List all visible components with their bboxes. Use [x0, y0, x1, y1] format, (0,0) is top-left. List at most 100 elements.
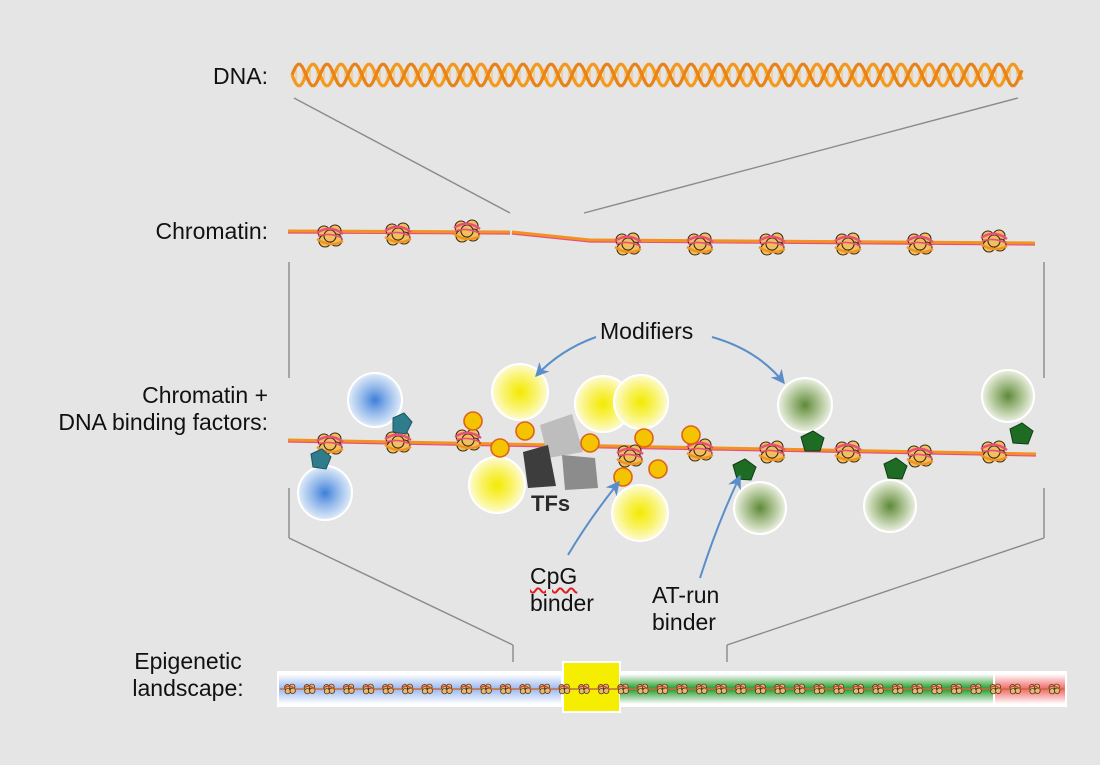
histone [284, 688, 291, 695]
nucleosome [636, 683, 650, 695]
nucleosome [322, 683, 336, 695]
dna-wrap [385, 231, 411, 237]
histone [622, 687, 629, 694]
dna-wrap [577, 685, 591, 691]
histone [799, 687, 806, 694]
nucleosome [283, 683, 297, 695]
dna-wrap [906, 245, 934, 254]
dna-wrap [687, 241, 713, 247]
nucleosome [758, 232, 786, 256]
nucleosome [695, 683, 708, 695]
cpg-binder [463, 411, 483, 431]
histone [1014, 687, 1021, 694]
dna-wrap [455, 437, 481, 443]
blue-modifier [347, 372, 403, 428]
nucleosome [453, 219, 481, 243]
yellow-modifier [613, 374, 669, 430]
modifiers-label: Modifiers [600, 318, 694, 344]
dna-wrap [479, 685, 493, 691]
histone [987, 445, 1001, 459]
histone [990, 688, 997, 695]
dna-label: DNA: [213, 63, 268, 89]
cpg-binder [634, 428, 654, 448]
dna-wrap [687, 447, 713, 453]
dna-wrap [981, 238, 1007, 244]
binding-label-line1: Chromatin + [142, 382, 268, 408]
dna-wrap [316, 435, 344, 443]
histone [603, 687, 610, 694]
tfs-label: TFs [531, 491, 571, 516]
histone [621, 237, 635, 251]
dna-wrap [385, 439, 411, 445]
nucleosome [812, 683, 826, 695]
histone [951, 688, 958, 695]
histone [956, 687, 963, 694]
dna-wrap [759, 241, 785, 247]
histone [1054, 687, 1061, 694]
histone [740, 687, 747, 694]
green-modifier [733, 481, 787, 535]
nucleosome [499, 683, 512, 695]
histone [765, 237, 779, 251]
histone [877, 687, 884, 694]
dna-wrap [499, 685, 512, 691]
dna-wrap [616, 447, 644, 455]
nucleosome [342, 683, 356, 695]
dna-wrap [636, 685, 650, 691]
yellow-modifier [468, 456, 526, 514]
histone [407, 687, 414, 694]
dna-wrap [835, 449, 861, 455]
histone [461, 433, 475, 447]
histone [304, 688, 311, 695]
dna-wrap [834, 245, 862, 254]
nucleosome [832, 683, 846, 695]
dna-wrap [538, 685, 552, 691]
at-label-line1: AT-run [652, 582, 720, 608]
nucleosome [793, 683, 806, 695]
nucleosome [773, 683, 787, 695]
nucleosome [758, 440, 786, 464]
dna-wrap [852, 685, 865, 691]
green-modifier [863, 479, 917, 533]
linker-dna [589, 238, 1036, 245]
histone [598, 688, 605, 695]
nucleosome [891, 683, 904, 695]
histone [426, 687, 433, 694]
histone [441, 688, 448, 695]
dna-wrap [283, 685, 297, 691]
dna-wrap [317, 441, 343, 447]
histone [1034, 687, 1041, 694]
at-label-line2: binder [652, 609, 716, 635]
cpg-label-line2: binder [530, 590, 594, 616]
nucleosome [754, 683, 767, 695]
histone [583, 687, 590, 694]
binding-label-line2: DNA binding factors: [58, 409, 268, 435]
teal-binding-factors [310, 412, 413, 470]
histone [539, 688, 546, 695]
dna-wrap [558, 685, 571, 691]
dna-wrap [835, 241, 861, 247]
dna-wrap [759, 449, 785, 455]
at-arrow [699, 474, 741, 579]
histone [564, 687, 571, 694]
dna-wrap [616, 457, 644, 466]
at-run-binders [732, 422, 1034, 481]
dna-wrap [695, 685, 708, 691]
histone [765, 445, 779, 459]
histone [578, 688, 585, 695]
histone [323, 437, 337, 451]
nucleosome [969, 683, 983, 695]
dna-wrap [906, 447, 934, 455]
nucleosome [834, 440, 862, 464]
histone [617, 688, 625, 695]
tf-shape [562, 455, 598, 490]
dna-wrap [303, 685, 316, 691]
histone [693, 237, 707, 251]
dna-wrap [686, 245, 714, 254]
histone [500, 688, 507, 695]
histone [402, 688, 409, 695]
nucleosome [479, 683, 493, 695]
dna-wrap [950, 685, 963, 691]
dna-wrap [453, 232, 481, 241]
histone [838, 687, 845, 694]
